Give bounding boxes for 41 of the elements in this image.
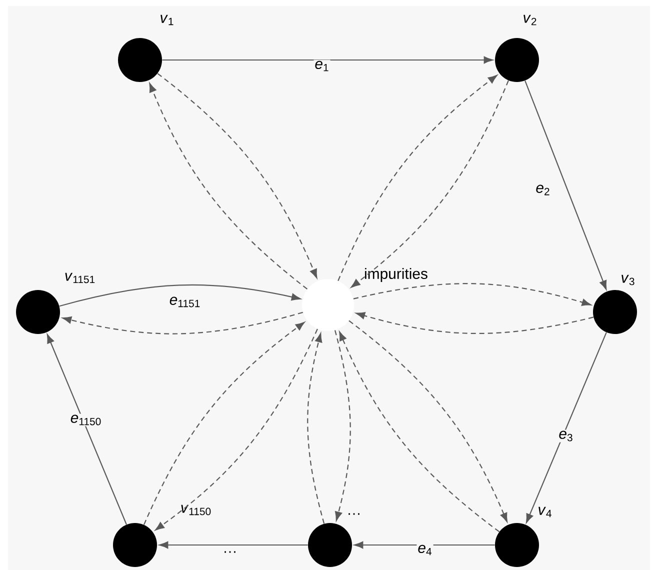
dashed-arrow [338,74,498,282]
dashed-arrow [350,80,509,288]
node-label: … [348,513,360,515]
dashed-arrow [348,320,508,522]
node-label: v$_{4}$ [538,506,552,518]
dashed-arrow [62,312,304,334]
dashed-arrow [334,330,351,521]
node-label: v$_{1151}$ [65,272,95,284]
node-label: v$_{1}$ [160,14,174,26]
arrow [524,80,607,290]
arrow [162,56,494,64]
dashed-arrow [307,333,325,524]
dashed-arrow [155,328,318,530]
hub-spot [302,279,354,331]
dashed-arrow [143,322,305,525]
edge-label: e$_{2}$ [534,184,552,196]
edge-label: e$_{1150}$ [69,414,103,426]
dashed-arrow [149,83,308,290]
arrow [526,332,607,523]
dashed-arrow [356,312,594,334]
edge-label: e$_{3}$ [558,430,574,442]
vertex-dot [16,290,60,334]
arrow [59,284,301,307]
vertex-dot [308,523,352,567]
vertex-dot [118,38,162,82]
dashed-arrow [339,332,500,532]
edge-label: e$_{4}$ [416,544,434,556]
vertex-dot [495,38,539,82]
edge-label: e$_{1}$ [314,60,330,72]
dashed-arrow [157,73,318,278]
node-label: impurities [365,268,428,282]
arrow [46,334,127,525]
arrow [158,541,308,549]
edge-label: … [222,550,238,554]
node-label: v$_{2}$ [524,14,536,26]
dashed-arrow [353,283,592,306]
node-label: v$_{3}$ [622,274,634,286]
vertex-dot [593,290,637,334]
vertex-dot [495,523,539,567]
vertex-dot [113,523,157,567]
arrow [354,541,495,549]
